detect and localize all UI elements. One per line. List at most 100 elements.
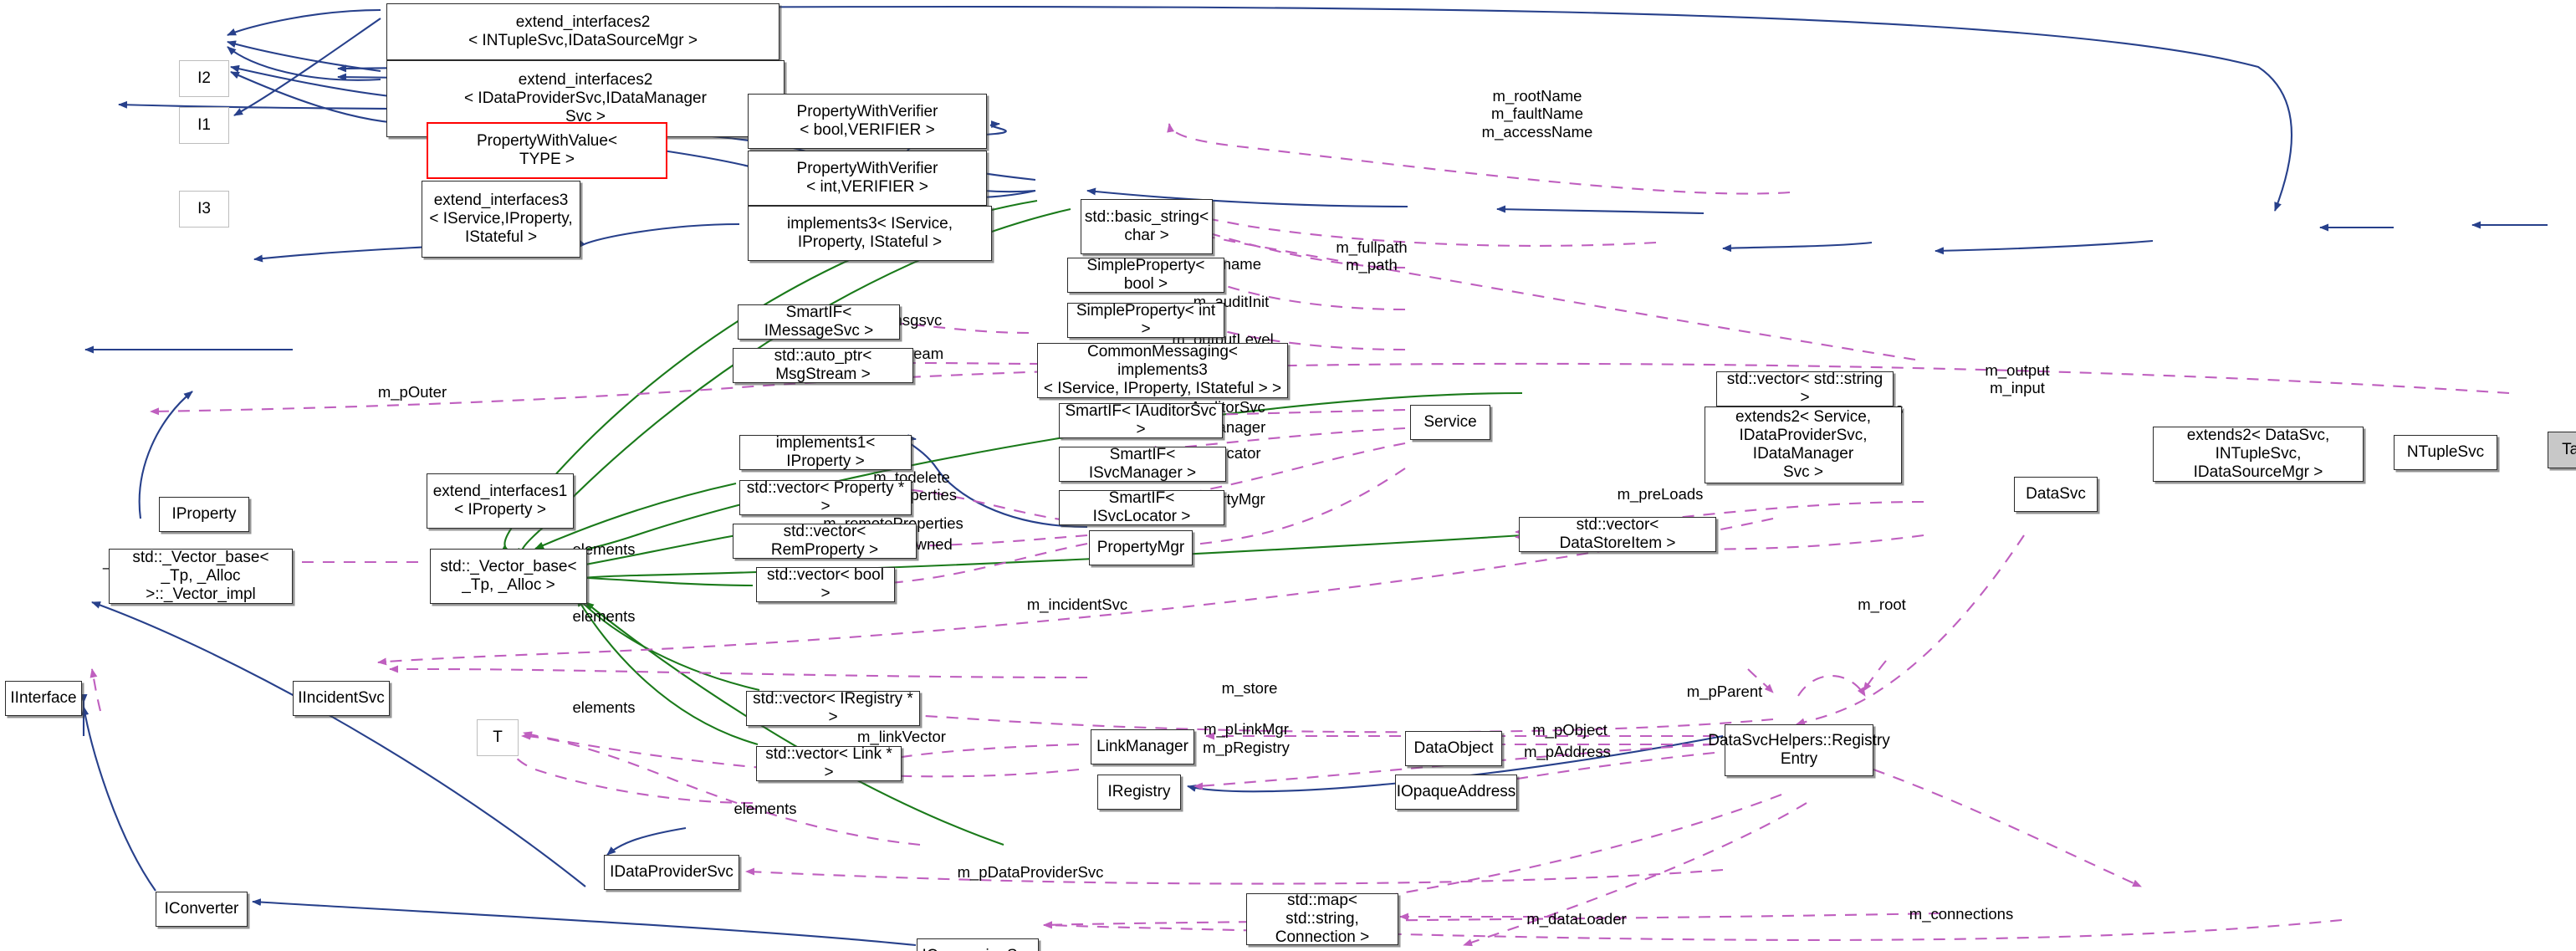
class-node-pwverif_int[interactable]: PropertyWithVerifier < int,VERIFIER > — [748, 151, 987, 206]
class-node-vecbase[interactable]: std::_Vector_base< _Tp, _Alloc > — [430, 549, 587, 604]
class-node-label: implements3< IService, IProperty, IState… — [787, 214, 953, 251]
class-node-iopaque[interactable]: IOpaqueAddress — [1395, 775, 1517, 810]
class-node-label: extend_interfaces3 < IService,IProperty,… — [429, 191, 573, 247]
edge-label-dataloader: m_dataLoader — [1526, 910, 1627, 928]
class-node-ei1_prop[interactable]: extend_interfaces1 < IProperty > — [427, 473, 574, 529]
edge-label-plinkmgr: m_pLinkMgr — [1204, 720, 1289, 738]
class-node-vec_iregistry[interactable]: std::vector< IRegistry * > — [746, 690, 920, 726]
edge-label-pregistry: m_pRegistry — [1203, 739, 1290, 756]
edge-label-output_input: m_output m_input — [1985, 361, 2050, 397]
class-node-pwverif_bool[interactable]: PropertyWithVerifier < bool,VERIFIER > — [748, 94, 987, 149]
class-node-propertymgr[interactable]: PropertyMgr — [1089, 530, 1193, 565]
edge-label-preloads: m_preLoads — [1617, 485, 1704, 503]
class-node-label: I1 — [197, 115, 211, 134]
class-node-label: extend_interfaces1 < IProperty > — [432, 482, 568, 519]
class-node-label: std::basic_string< char > — [1084, 207, 1209, 244]
class-node-linkmanager[interactable]: LinkManager — [1091, 729, 1194, 764]
class-node-iproperty[interactable]: IProperty — [159, 497, 249, 532]
class-node-commonmsg[interactable]: CommonMessaging< implements3 < IService,… — [1037, 343, 1288, 398]
edge-label-rootname: m_rootName m_faultName m_accessName — [1481, 87, 1593, 141]
class-node-label: TagCollectionSvc — [2562, 440, 2576, 458]
class-node-iconversionsvc[interactable]: IConversionSvc — [917, 938, 1039, 951]
class-node-vec_prop_p[interactable]: std::vector< Property * > — [739, 478, 912, 515]
class-node-label: PropertyWithVerifier < bool,VERIFIER > — [796, 102, 938, 139]
class-node-idataprovider[interactable]: IDataProviderSvc — [604, 855, 739, 890]
class-node-t[interactable]: T — [477, 719, 519, 756]
class-node-ei3[interactable]: extend_interfaces3 < IService,IProperty,… — [422, 181, 580, 258]
class-node-impl1_prop[interactable]: implements1< IProperty > — [739, 433, 912, 470]
class-node-i3[interactable]: I3 — [179, 191, 229, 228]
class-node-label: std::vector< Property * > — [746, 478, 905, 515]
class-node-vecbase_impl[interactable]: std::_Vector_base< _Tp, _Alloc >::_Vecto… — [109, 549, 293, 604]
class-node-label: IIncidentSvc — [298, 688, 385, 707]
class-node-vec_remprop[interactable]: std::vector< RemProperty > — [733, 522, 917, 559]
edge-label-fullpath: m_fullpath m_path — [1336, 238, 1408, 274]
class-node-impl3c[interactable]: implements3< IService, IProperty, IState… — [748, 206, 992, 261]
class-node-label: std::vector< std::string > — [1726, 370, 1883, 406]
class-node-datasvc[interactable]: DataSvc — [2014, 477, 2098, 512]
edge-label-paddress: m_pAddress — [1524, 743, 1611, 760]
class-node-label: SmartIF< ISvcManager > — [1088, 445, 1197, 482]
class-node-ei2_ntuple[interactable]: extend_interfaces2 < INTupleSvc,IDataSou… — [386, 3, 779, 60]
class-node-label: SimpleProperty< int > — [1076, 301, 1216, 338]
class-node-label: I2 — [197, 69, 211, 87]
class-node-label: NTupleSvc — [2406, 442, 2485, 461]
class-node-label: PropertyWithVerifier < int,VERIFIER > — [796, 159, 938, 196]
class-node-label: implements1< IProperty > — [775, 433, 876, 470]
edge-label-elements_3: elements — [572, 698, 636, 716]
class-node-regentry[interactable]: DataSvcHelpers::Registry Entry — [1708, 724, 1890, 776]
class-node-iinterface[interactable]: IInterface — [5, 681, 82, 716]
class-node-pwv[interactable]: PropertyWithValue< TYPE > — [427, 122, 667, 179]
edge-label-pouter: m_pOuter — [377, 383, 447, 401]
class-node-simpleprop_i[interactable]: SimpleProperty< int > — [1067, 301, 1224, 338]
class-node-service[interactable]: Service — [1410, 405, 1490, 440]
edge-label-pparent: m_pParent — [1686, 683, 1763, 700]
class-node-vec_dsitem[interactable]: std::vector< DataStoreItem > — [1519, 515, 1716, 552]
class-node-label: std::vector< RemProperty > — [770, 522, 879, 559]
class-node-autoptr_msg[interactable]: std::auto_ptr< MsgStream > — [733, 347, 913, 383]
class-node-label: PropertyWithValue< TYPE > — [476, 131, 618, 168]
class-node-label: extend_interfaces2 < IDataProviderSvc,ID… — [464, 70, 707, 126]
class-node-iincidentsvc[interactable]: IIncidentSvc — [293, 681, 390, 716]
class-node-vec_link_p[interactable]: std::vector< Link * > — [756, 745, 902, 781]
class-node-label: IInterface — [10, 688, 77, 707]
class-node-simpleprop_b[interactable]: SimpleProperty< bool > — [1067, 256, 1224, 293]
class-node-label: LinkManager — [1096, 737, 1188, 755]
class-node-smartif_aud[interactable]: SmartIF< IAuditorSvc > — [1059, 401, 1223, 438]
class-node-label: IConversionSvc — [922, 947, 1033, 951]
class-node-extends2c_svc[interactable]: extends2< Service, IDataProviderSvc, IDa… — [1705, 406, 1902, 483]
class-node-iconverter[interactable]: IConverter — [156, 892, 248, 927]
class-node-label: SmartIF< IAuditorSvc > — [1065, 401, 1217, 438]
class-node-smartif_svcmgr[interactable]: SmartIF< ISvcManager > — [1059, 445, 1226, 482]
class-node-label: Service — [1423, 412, 1477, 431]
class-node-ntuplesvc[interactable]: NTupleSvc — [2394, 435, 2497, 470]
class-node-label: IRegistry — [1107, 782, 1171, 800]
edge-label-root: m_root — [1858, 596, 1906, 613]
class-node-label: SmartIF< ISvcLocator > — [1092, 488, 1191, 525]
class-node-label: extends2< Service, IDataProviderSvc, IDa… — [1735, 407, 1872, 482]
class-node-label: I3 — [197, 199, 211, 217]
class-node-extends2c_data[interactable]: extends2< DataSvc, INTupleSvc, IDataSour… — [2153, 427, 2364, 482]
class-node-tagcoll[interactable]: TagCollectionSvc — [2548, 432, 2576, 468]
class-node-label: DataSvcHelpers::Registry Entry — [1708, 731, 1890, 768]
class-node-iregistry[interactable]: IRegistry — [1097, 775, 1181, 810]
class-node-label: std::vector< bool > — [767, 565, 884, 602]
class-node-label: std::_Vector_base< _Tp, _Alloc >::_Vecto… — [132, 548, 269, 604]
class-node-basic_string[interactable]: std::basic_string< char > — [1081, 199, 1213, 254]
class-node-vec_string[interactable]: std::vector< std::string > — [1716, 371, 1894, 406]
class-node-label: std::vector< DataStoreItem > — [1559, 515, 1676, 552]
class-node-label: extend_interfaces2 < INTupleSvc,IDataSou… — [468, 13, 698, 49]
class-node-label: T — [493, 728, 503, 746]
class-node-vec_bool[interactable]: std::vector< bool > — [756, 565, 895, 602]
class-node-map_conn[interactable]: std::map< std::string, Connection > — [1246, 892, 1398, 946]
class-node-label: PropertyMgr — [1096, 538, 1185, 556]
class-node-label: SimpleProperty< bool > — [1086, 256, 1205, 293]
class-node-i1[interactable]: I1 — [179, 107, 229, 144]
class-node-label: DataObject — [1413, 739, 1494, 757]
class-node-dataobject[interactable]: DataObject — [1405, 731, 1502, 766]
class-node-smartif_svcloc[interactable]: SmartIF< ISvcLocator > — [1059, 488, 1224, 525]
class-node-i2[interactable]: I2 — [179, 60, 229, 97]
class-node-label: IProperty — [171, 504, 237, 523]
class-node-smartif_msg[interactable]: SmartIF< IMessageSvc > — [738, 304, 900, 340]
